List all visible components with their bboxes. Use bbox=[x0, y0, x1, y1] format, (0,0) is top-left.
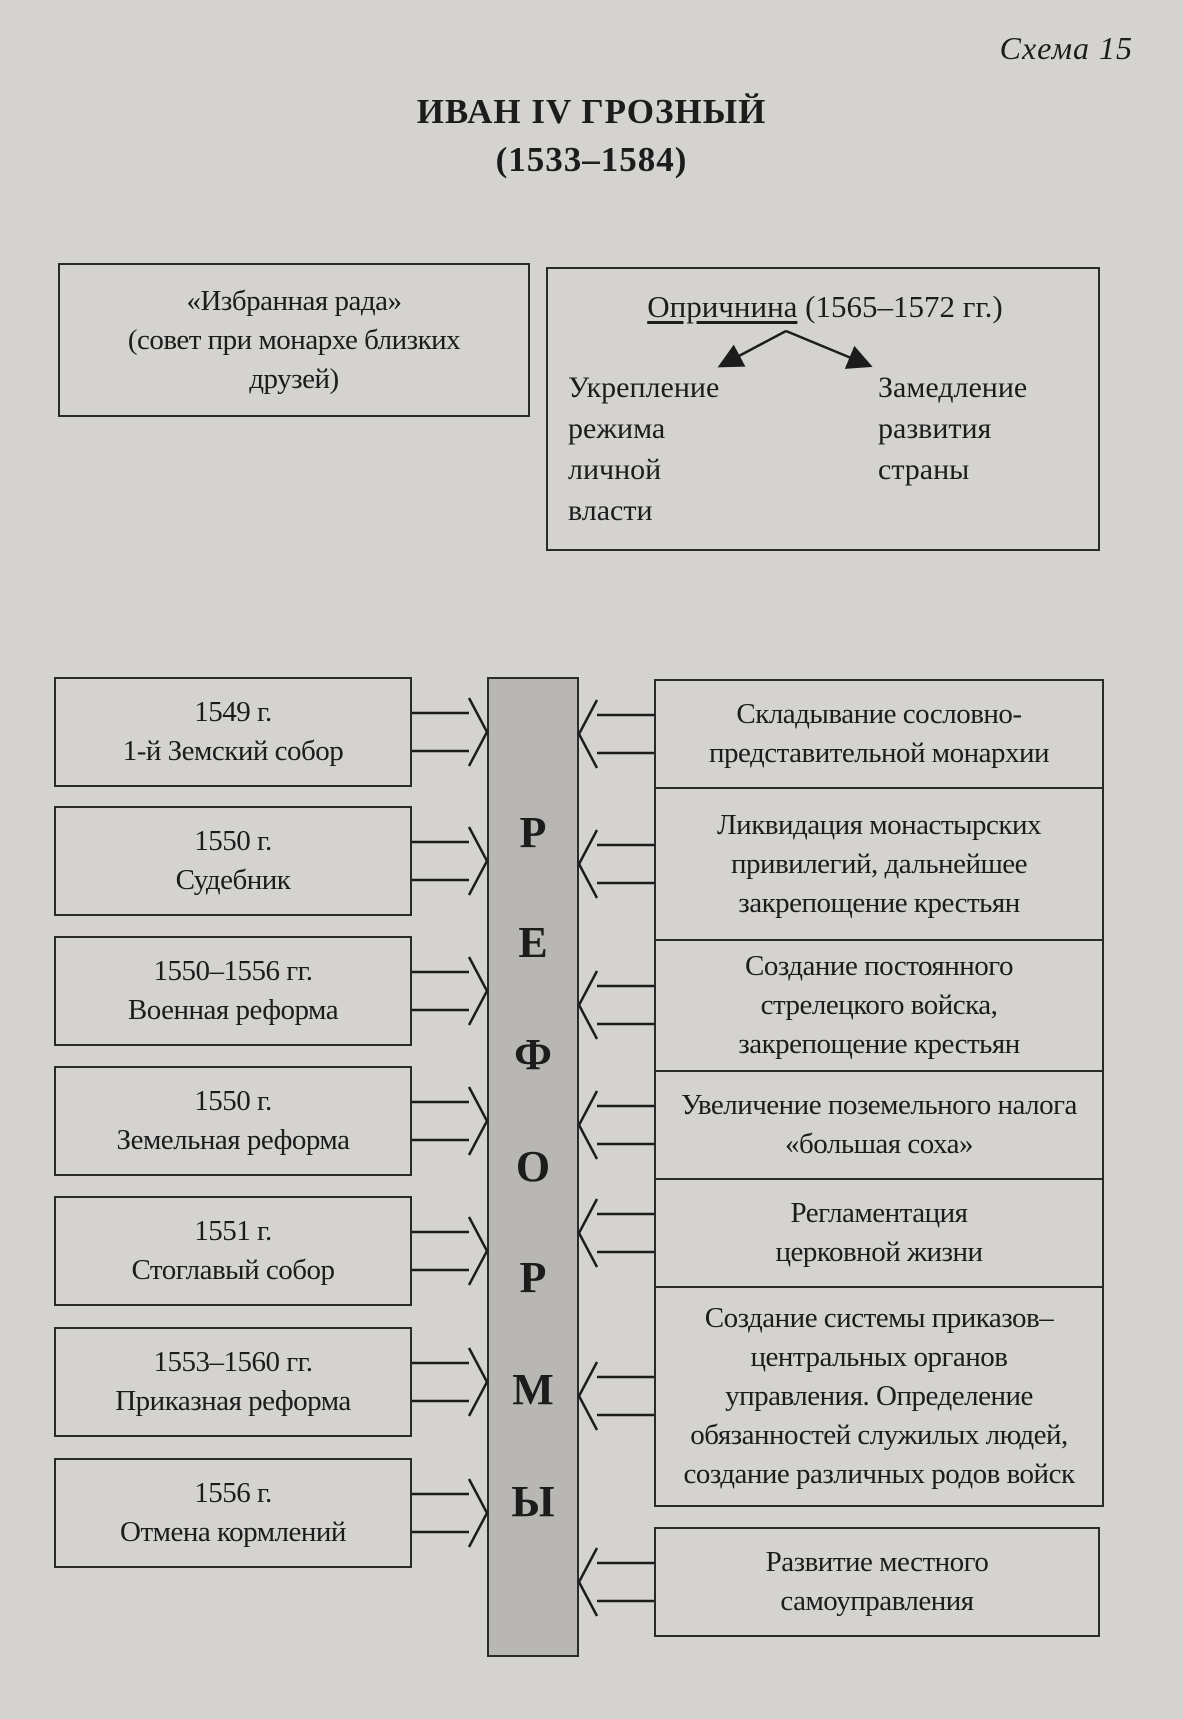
reform-year: 1549 г. bbox=[194, 696, 272, 728]
outcome-line: закрепощение крестьян bbox=[738, 886, 1020, 919]
reforms-letter: М bbox=[512, 1365, 554, 1414]
reforms-letter: Е bbox=[518, 918, 548, 967]
reform-year: 1550 г. bbox=[194, 825, 272, 857]
reform-name: Приказная реформа bbox=[115, 1385, 351, 1417]
outcome-line: церковной жизни bbox=[775, 1236, 983, 1268]
oprichnina-effect-right: Замедление развития страны bbox=[878, 367, 1088, 490]
reform-name: Судебник bbox=[175, 864, 291, 896]
outcome-line: Развитие местного bbox=[765, 1546, 989, 1578]
reform-name: Отмена кормлений bbox=[120, 1516, 346, 1548]
effect-right-line: развития bbox=[878, 412, 992, 445]
reform-name: Военная реформа bbox=[127, 994, 339, 1026]
schema-label: Схема 15 bbox=[999, 30, 1133, 66]
arrow-from-reforms bbox=[577, 829, 654, 899]
title-years: (1533–1584) bbox=[495, 140, 688, 179]
reforms-letter: Ф bbox=[514, 1030, 552, 1079]
outcome-box-right: Ликвидация монастырских привилегий, даль… bbox=[654, 787, 1104, 941]
outcome-box-right: Складывание сословно- представительной м… bbox=[654, 679, 1104, 789]
oprichnina-years: (1565–1572 гг.) bbox=[805, 289, 1003, 324]
arrow-to-reforms bbox=[412, 697, 489, 767]
effect-left-line: личной bbox=[568, 453, 662, 486]
arrow-to-reforms bbox=[412, 1347, 489, 1417]
rada-line-3: друзей) bbox=[249, 362, 339, 395]
reforms-letter: Ы bbox=[511, 1477, 555, 1526]
reform-box-left: 1551 г. Стоглавый собор bbox=[54, 1196, 412, 1306]
reform-box-left: 1550 г. Земельная реформа bbox=[54, 1066, 412, 1176]
reform-year: 1550–1556 гг. bbox=[153, 955, 313, 987]
outcome-line: обязанностей служилых людей, bbox=[690, 1419, 1068, 1451]
outcome-line: Складывание сословно- bbox=[736, 698, 1022, 730]
oprichnina-heading: Опричнина (1565–1572 гг.) bbox=[548, 289, 1102, 325]
oprichnina-effect-left: Укрепление режима личной власти bbox=[568, 367, 788, 531]
reform-box-left: 1549 г. 1-й Земский собор bbox=[54, 677, 412, 787]
outcome-line: создание различных родов войск bbox=[683, 1458, 1075, 1490]
arrow-from-reforms bbox=[577, 1198, 654, 1268]
reform-year: 1550 г. bbox=[194, 1085, 272, 1117]
reform-year: 1553–1560 гг. bbox=[153, 1346, 313, 1378]
effect-left-line: Укрепление bbox=[568, 371, 720, 404]
arrow-from-reforms bbox=[577, 1090, 654, 1160]
outcome-line: самоуправления bbox=[780, 1585, 974, 1617]
reform-box-left: 1550 г. Судебник bbox=[54, 806, 412, 916]
arrow-to-reforms bbox=[412, 956, 489, 1026]
arrow-from-reforms bbox=[577, 1361, 654, 1431]
reform-year: 1551 г. bbox=[194, 1215, 272, 1247]
reform-name: Стоглавый собор bbox=[131, 1254, 335, 1286]
rada-line-2: (совет при монархе близких bbox=[127, 323, 461, 356]
reforms-letter: О bbox=[515, 1142, 551, 1191]
reform-name: Земельная реформа bbox=[116, 1124, 350, 1156]
outcome-line: закрепощение крестьян bbox=[738, 1028, 1020, 1060]
page-title: ИВАН IV ГРОЗНЫЙ (1533–1584) bbox=[0, 88, 1183, 184]
outcome-line: Увеличение поземельного налога bbox=[681, 1089, 1077, 1121]
oprichnina-box: Опричнина (1565–1572 гг.) Укрепление реж… bbox=[546, 267, 1100, 551]
outcome-line: «большая соха» bbox=[785, 1128, 974, 1160]
outcome-line: Создание постоянного bbox=[745, 950, 1013, 982]
effect-left-line: режима bbox=[568, 412, 666, 445]
outcome-line: представительной монархии bbox=[708, 737, 1050, 769]
reform-box-left: 1550–1556 гг. Военная реформа bbox=[54, 936, 412, 1046]
arrow-to-reforms bbox=[412, 1086, 489, 1156]
arrow-from-reforms bbox=[577, 699, 654, 769]
arrow-to-reforms bbox=[412, 1478, 489, 1548]
outcome-line: центральных органов bbox=[750, 1341, 1009, 1373]
outcome-box-right: Развитие местного самоуправления bbox=[654, 1527, 1100, 1637]
rada-line-1: «Избранная рада» bbox=[186, 284, 402, 317]
reform-name: 1-й Земский собор bbox=[122, 735, 344, 767]
outcome-line: Регламентация bbox=[790, 1197, 968, 1229]
arrow-to-reforms bbox=[412, 826, 489, 896]
outcome-box-right: Создание системы приказов– центральных о… bbox=[654, 1286, 1104, 1507]
outcome-box-right: Создание постоянного стрелецкого войска,… bbox=[654, 939, 1104, 1072]
outcome-line: Ликвидация монастырских bbox=[717, 808, 1042, 841]
arrow-from-reforms bbox=[577, 1547, 654, 1617]
effect-left-line: власти bbox=[568, 494, 653, 527]
reforms-letter: Р bbox=[519, 808, 547, 857]
arrow-from-reforms bbox=[577, 970, 654, 1040]
effect-right-line: страны bbox=[878, 453, 970, 486]
oprichnina-title: Опричнина bbox=[647, 289, 798, 324]
oprichnina-split-arrows bbox=[717, 329, 873, 369]
reforms-bar: Р Е Ф О Р М Ы bbox=[487, 677, 579, 1657]
title-name: ИВАН IV ГРОЗНЫЙ bbox=[416, 92, 767, 131]
outcome-line: Создание системы приказов– bbox=[704, 1302, 1054, 1334]
arrow-to-reforms bbox=[412, 1216, 489, 1286]
outcome-box-right: Увеличение поземельного налога «большая … bbox=[654, 1070, 1104, 1180]
reforms-letter: Р bbox=[519, 1253, 547, 1302]
reform-box-left: 1553–1560 гг. Приказная реформа bbox=[54, 1327, 412, 1437]
effect-right-line: Замедление bbox=[878, 371, 1028, 404]
outcome-line: привилегий, дальнейшее bbox=[730, 847, 1028, 880]
reform-year: 1556 г. bbox=[194, 1477, 272, 1509]
reform-box-left: 1556 г. Отмена кормлений bbox=[54, 1458, 412, 1568]
outcome-line: стрелецкого войска, bbox=[760, 989, 998, 1021]
izbrannaya-rada-box: «Избранная рада» (совет при монархе близ… bbox=[58, 263, 530, 417]
outcome-line: управления. Определение bbox=[725, 1380, 1033, 1412]
